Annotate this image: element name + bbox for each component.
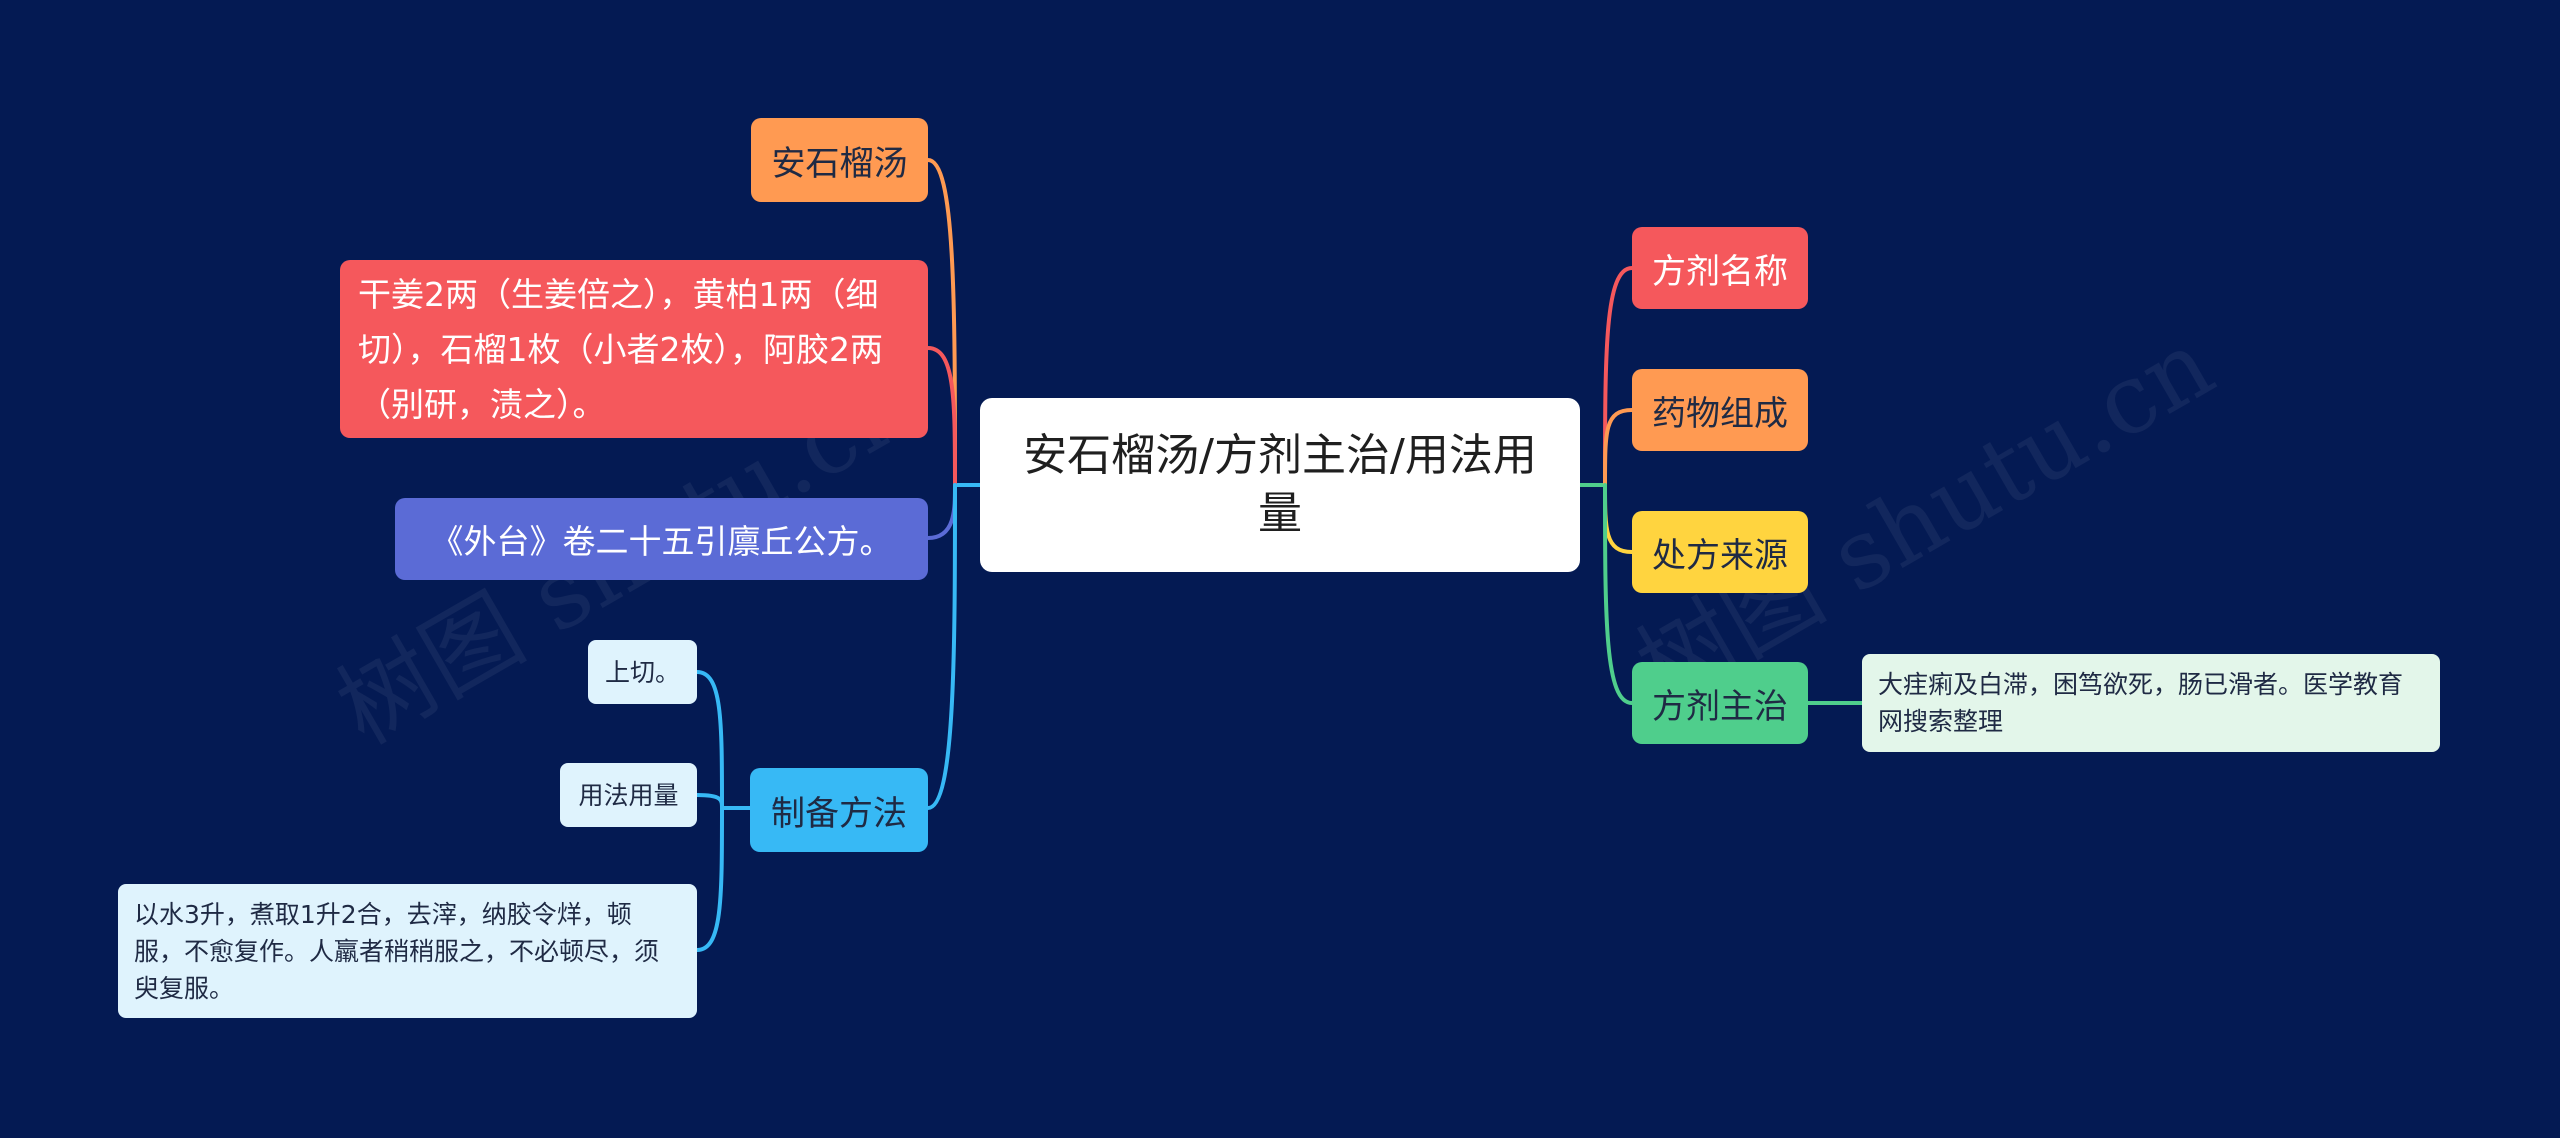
prep-child-label: 上切。 (604, 657, 680, 687)
prep-child-label: 以水3升，煮取1升2合，去滓，纳胶令烊，顿服，不愈复作。人羸者稍稍服之，不必顿尽… (134, 900, 660, 1003)
right-item-node[interactable]: 方剂主治 (1632, 662, 1808, 744)
right-item-node[interactable]: 药物组成 (1632, 369, 1808, 451)
composition-value-label: 干姜2两（生姜倍之），黄柏1两（细切），石榴1枚（小者2枚），阿胶2两（别研，渍… (358, 274, 883, 424)
prep-child-node[interactable]: 上切。 (588, 640, 697, 704)
right-item-label: 方剂名称 (1652, 251, 1788, 292)
right-item-node[interactable]: 方剂名称 (1632, 227, 1808, 309)
composition-value-node[interactable]: 干姜2两（生姜倍之），黄柏1两（细切），石榴1枚（小者2枚），阿胶2两（别研，渍… (340, 260, 928, 438)
prep-child-label: 用法用量 (578, 780, 679, 810)
source-value-node[interactable]: 《外台》卷二十五引廪丘公方。 (395, 498, 928, 580)
prep-method-label: 制备方法 (771, 793, 907, 834)
right-item-node[interactable]: 处方来源 (1632, 511, 1808, 593)
central-topic[interactable]: 安石榴汤/方剂主治/用法用量 (980, 398, 1580, 572)
right-item-label: 处方来源 (1652, 535, 1788, 576)
indication-value-node[interactable]: 大疰痢及白滞，困笃欲死，肠已滑者。医学教育网搜索整理 (1862, 654, 2440, 752)
prep-child-node[interactable]: 用法用量 (560, 763, 697, 827)
source-value-label: 《外台》卷二十五引廪丘公方。 (430, 522, 893, 561)
prep-child-node[interactable]: 以水3升，煮取1升2合，去滓，纳胶令烊，顿服，不愈复作。人羸者稍稍服之，不必顿尽… (118, 884, 697, 1018)
prep-method-node[interactable]: 制备方法 (750, 768, 928, 852)
name-value-label: 安石榴汤 (771, 143, 908, 184)
indication-value-label: 大疰痢及白滞，困笃欲死，肠已滑者。医学教育网搜索整理 (1878, 670, 2404, 736)
right-item-label: 方剂主治 (1652, 686, 1788, 727)
name-value-node[interactable]: 安石榴汤 (751, 118, 928, 202)
right-item-label: 药物组成 (1652, 393, 1788, 434)
central-topic-label: 安石榴汤/方剂主治/用法用量 (1023, 430, 1537, 539)
